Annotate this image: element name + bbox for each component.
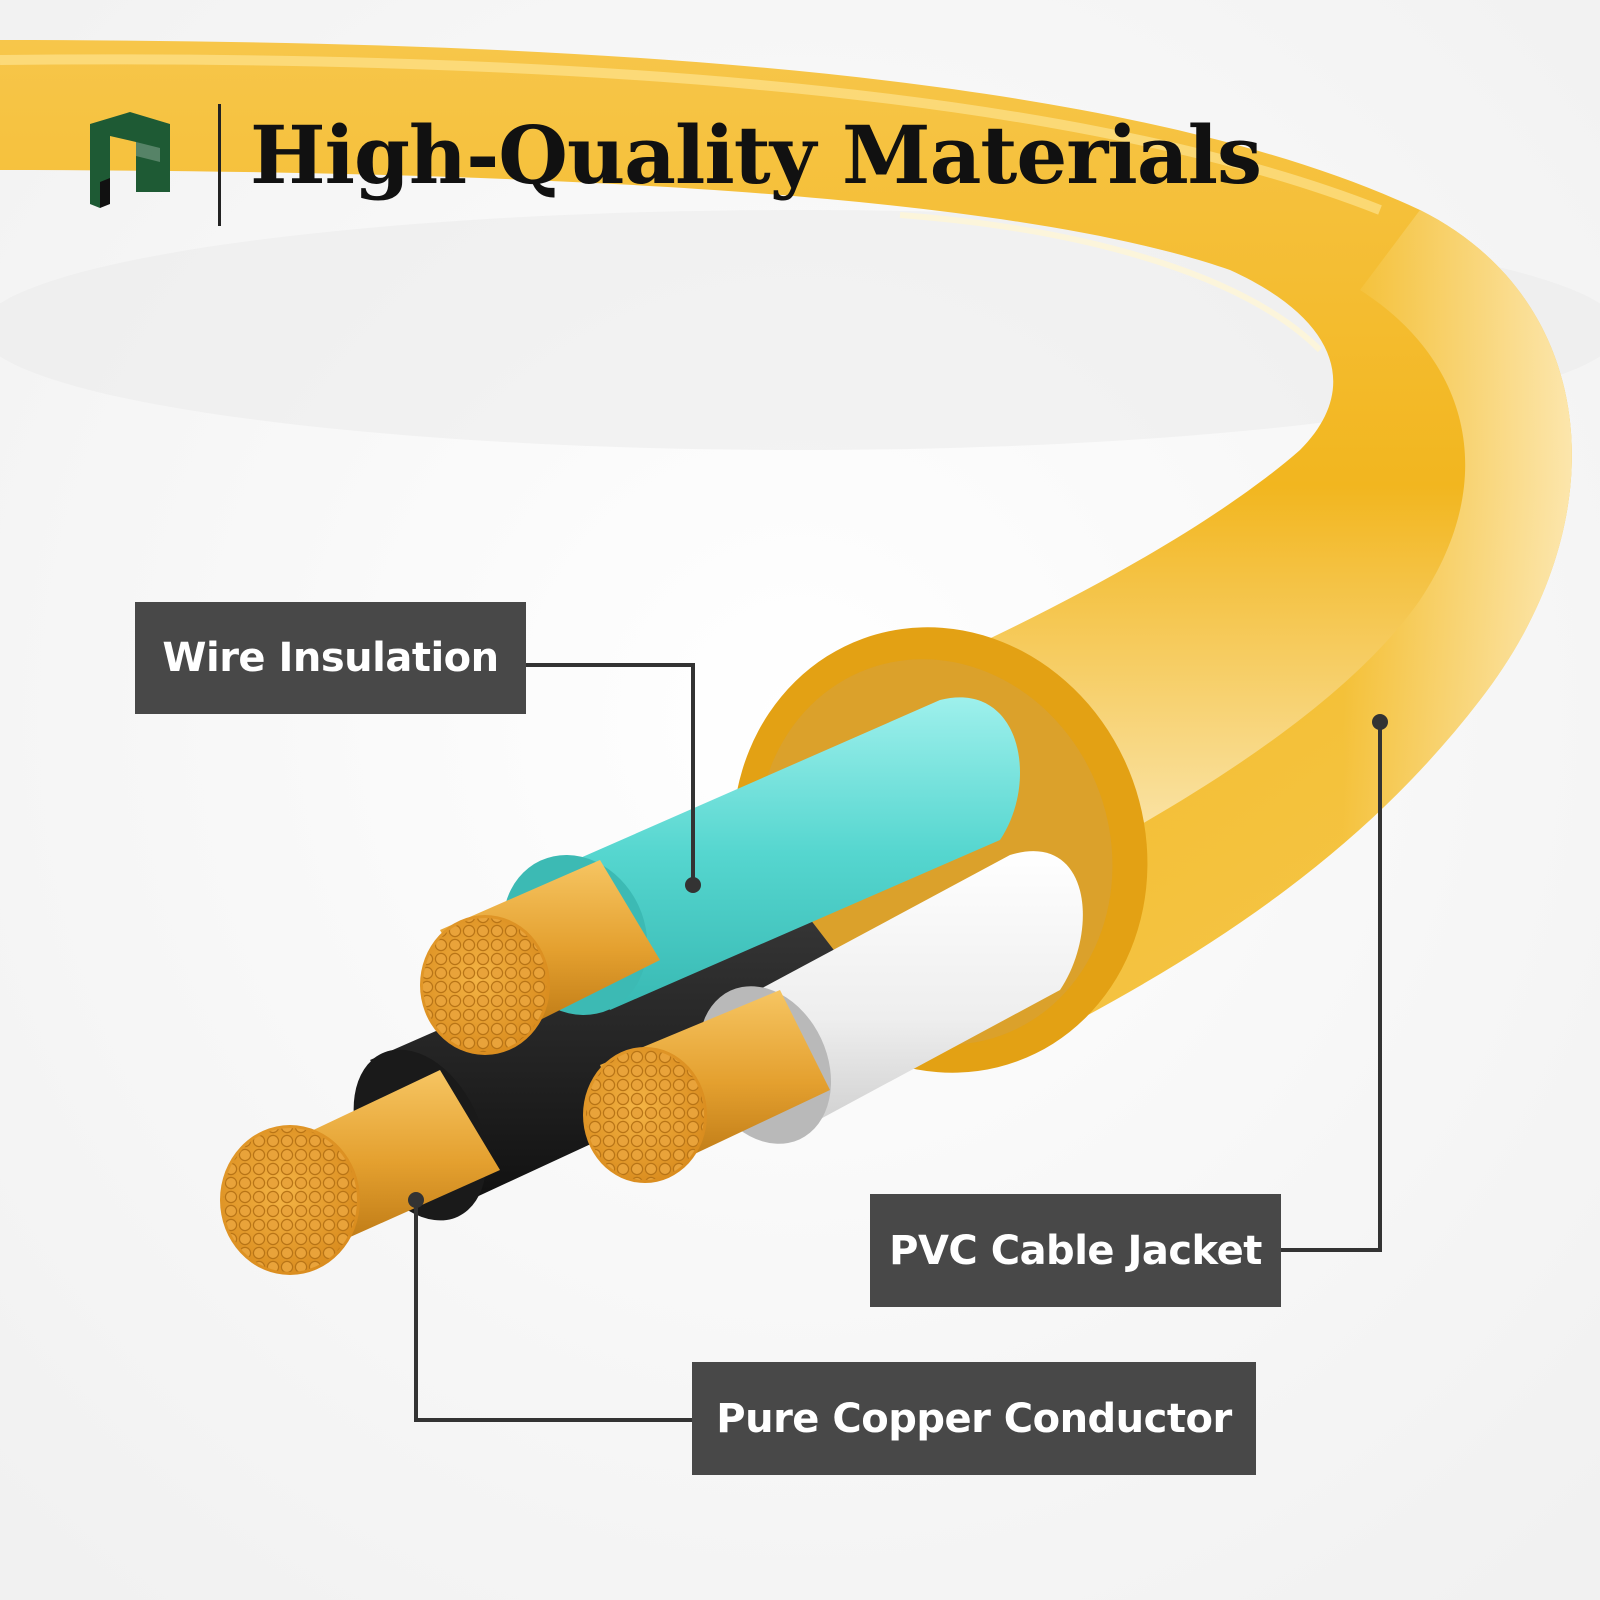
page-title: High-Quality Materials xyxy=(250,108,1262,202)
copper-conductor-top xyxy=(420,860,660,1055)
label-wire-insulation: Wire Insulation xyxy=(135,602,526,714)
callout-leader-insulation xyxy=(526,663,701,893)
label-pure-copper-conductor: Pure Copper Conductor xyxy=(692,1362,1256,1475)
copper-conductor-middle xyxy=(583,990,830,1183)
teal-wire-insulation xyxy=(530,697,1020,1010)
copper-conductor-bottom-left xyxy=(220,1070,500,1275)
callout-leader-jacket xyxy=(1281,714,1388,1252)
black-wire-insulation xyxy=(370,880,880,1200)
brand-logo-icon xyxy=(90,112,170,208)
label-pvc-cable-jacket: PVC Cable Jacket xyxy=(870,1194,1281,1307)
title-divider xyxy=(218,104,221,226)
callout-leader-copper xyxy=(408,1192,692,1422)
cable-jacket-body xyxy=(0,40,1572,1030)
